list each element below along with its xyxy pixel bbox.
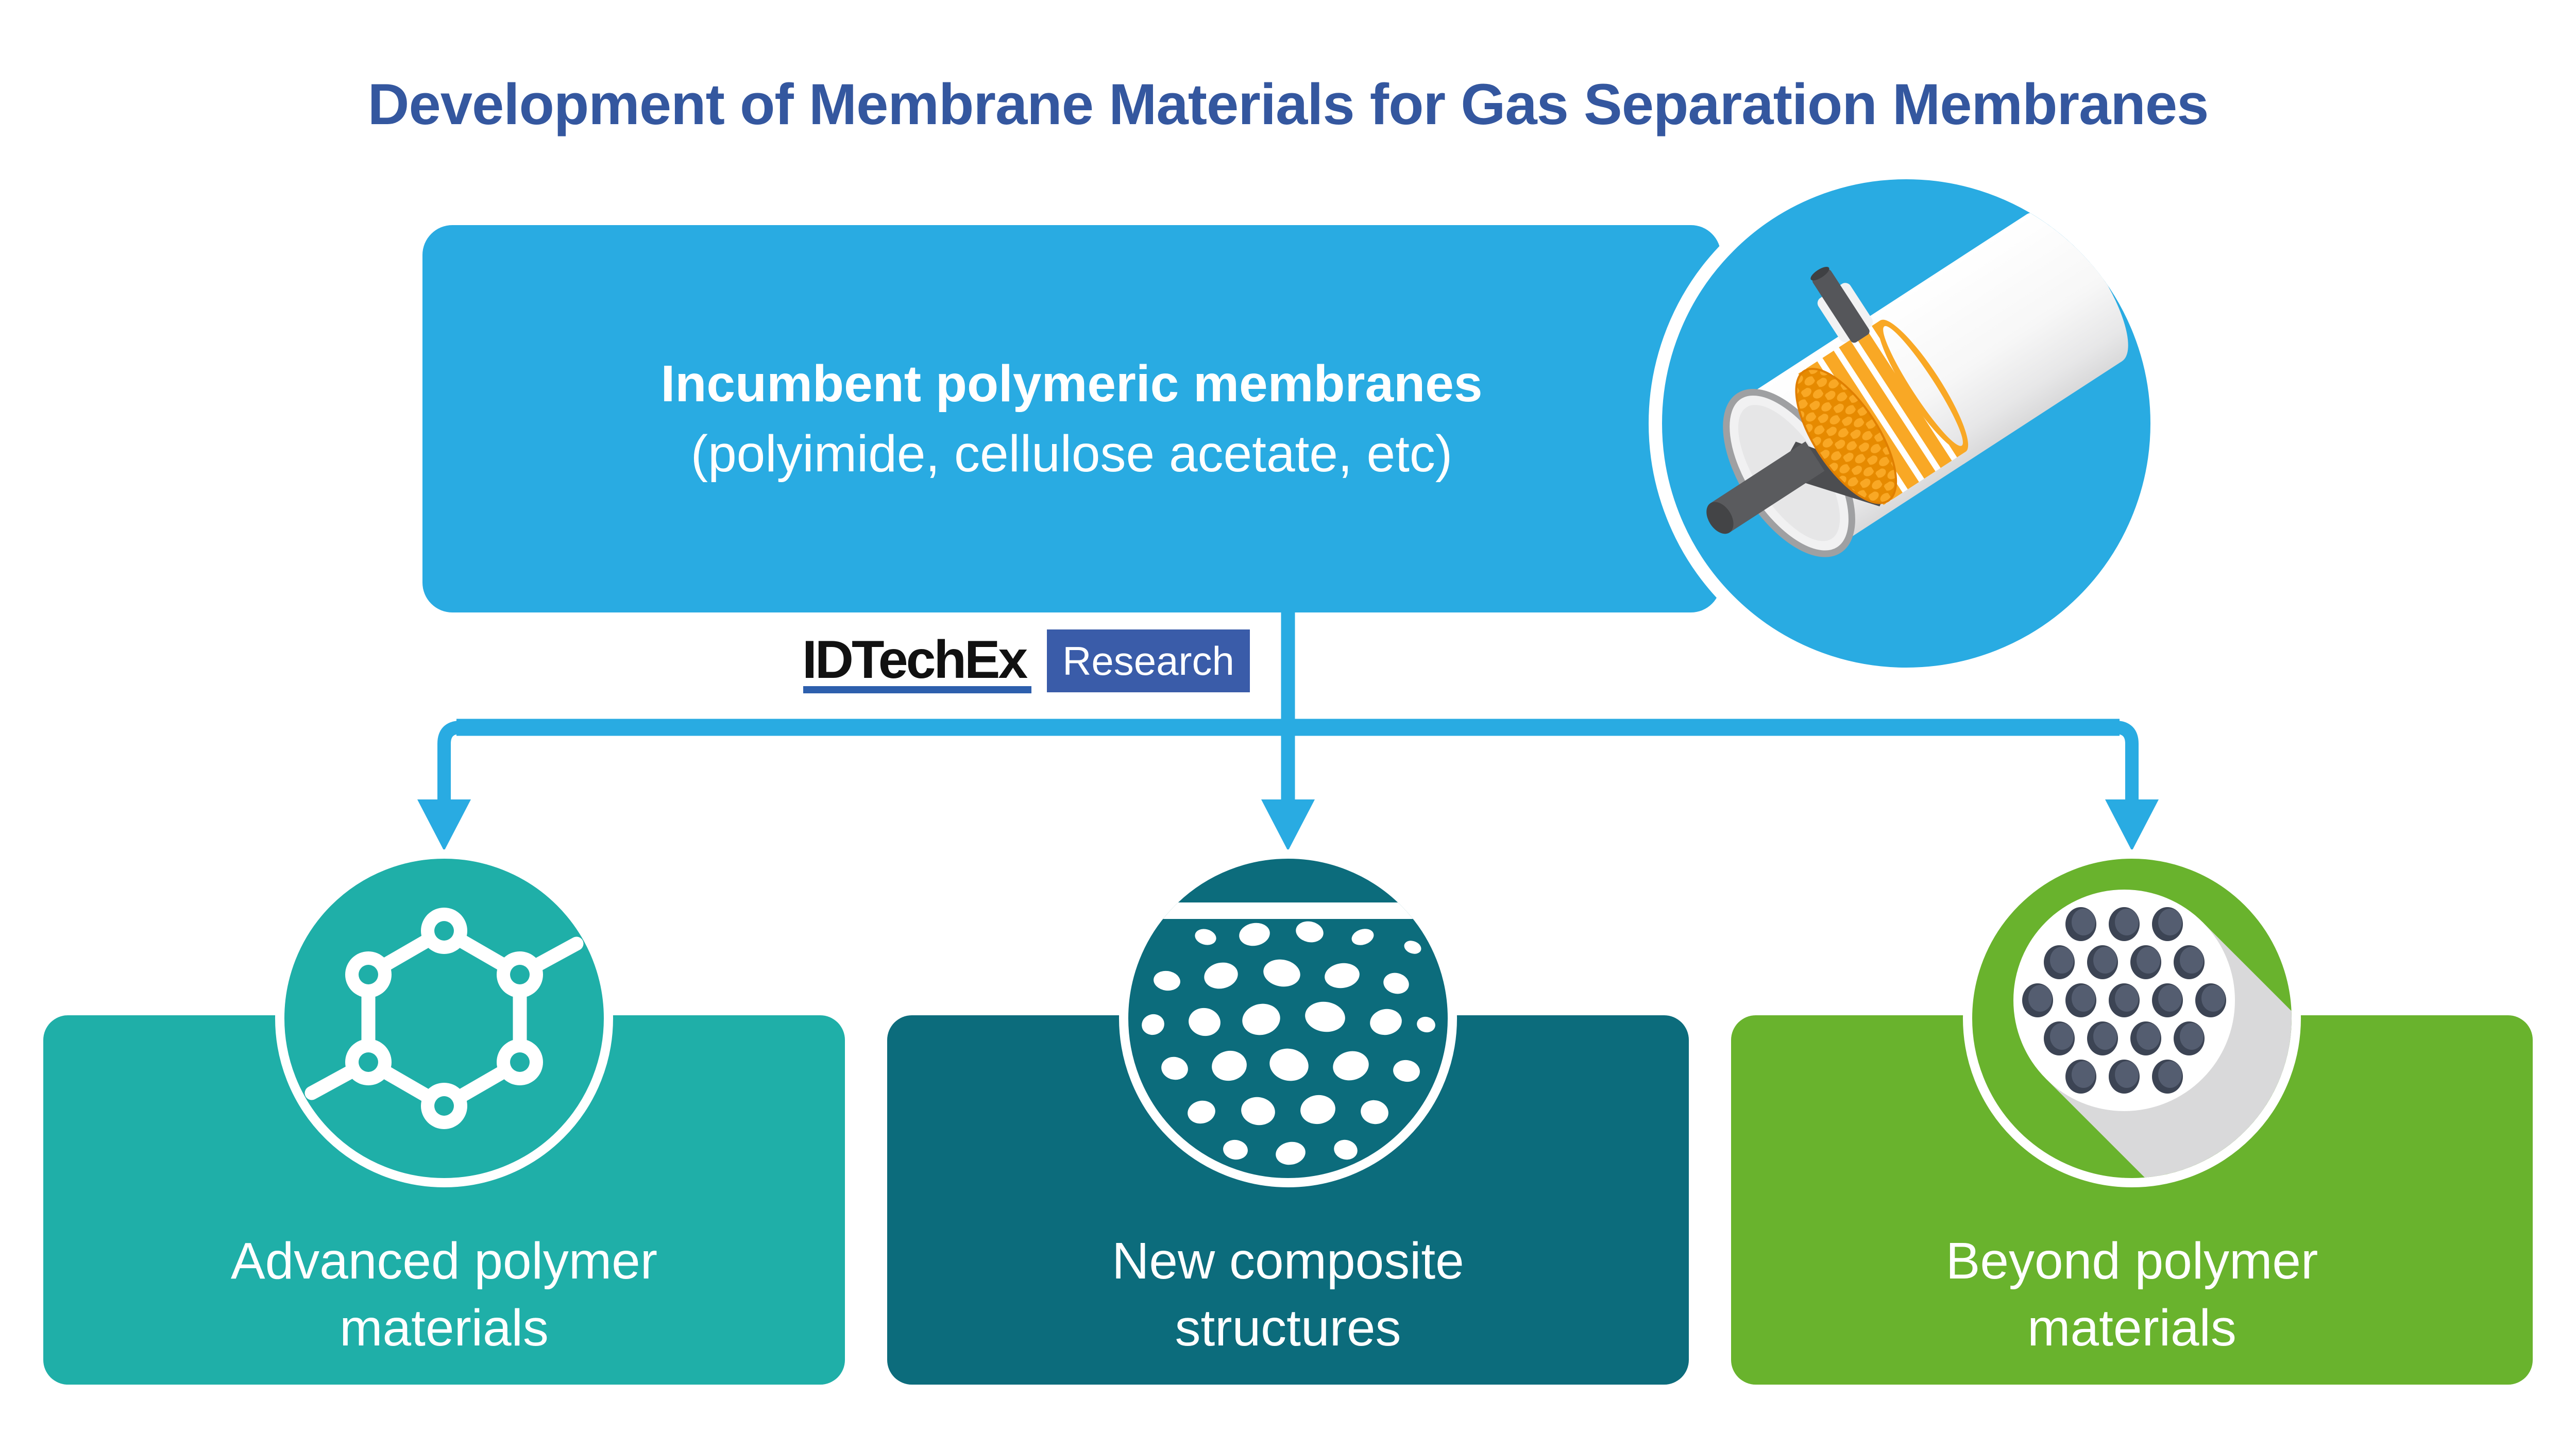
advanced-polymer-label-line1: Advanced polymer <box>230 1232 658 1290</box>
hollow-fiber-dots-art <box>2013 890 2292 1178</box>
idtechex-logo: IDTechEx Research <box>802 629 1253 694</box>
incumbent-membranes-subtext: (polyimide, cellulose acetate, etc) <box>690 425 1453 483</box>
molecule-hexagon-icon <box>275 849 613 1187</box>
research-badge-label: Research <box>1062 638 1234 684</box>
beyond-polymer-label-line2: materials <box>2027 1299 2236 1357</box>
incumbent-membranes-box: Incumbent polymeric membranes (polyimide… <box>422 225 1721 612</box>
beyond-polymer-label-line1: Beyond polymer <box>1945 1232 2318 1290</box>
incumbent-membranes-heading: Incumbent polymeric membranes <box>660 355 1483 413</box>
molecule-hexagon-art <box>304 908 584 1129</box>
pebble-composite-icon <box>1119 849 1457 1187</box>
pebble-composite-art <box>1128 902 1448 1165</box>
hollow-fiber-dots-icon <box>1963 849 2301 1187</box>
new-composite-label-line1: New composite <box>1112 1232 1464 1290</box>
new-composite-label-line2: structures <box>1175 1299 1401 1357</box>
advanced-polymer-label-line2: materials <box>340 1299 549 1357</box>
beyond-polymer-label: Beyond polymer materials <box>1731 1220 2533 1369</box>
advanced-polymer-label: Advanced polymer materials <box>43 1220 845 1369</box>
research-badge: Research <box>1047 629 1250 692</box>
page-title: Development of Membrane Materials for Ga… <box>367 72 2209 137</box>
new-composite-label: New composite structures <box>887 1220 1689 1369</box>
membrane-module-cutaway-art <box>1706 212 2132 557</box>
idtechex-underline <box>803 686 1031 693</box>
idtechex-wordmark: IDTechEx <box>802 630 1028 690</box>
membrane-module-icon <box>1649 166 2164 681</box>
